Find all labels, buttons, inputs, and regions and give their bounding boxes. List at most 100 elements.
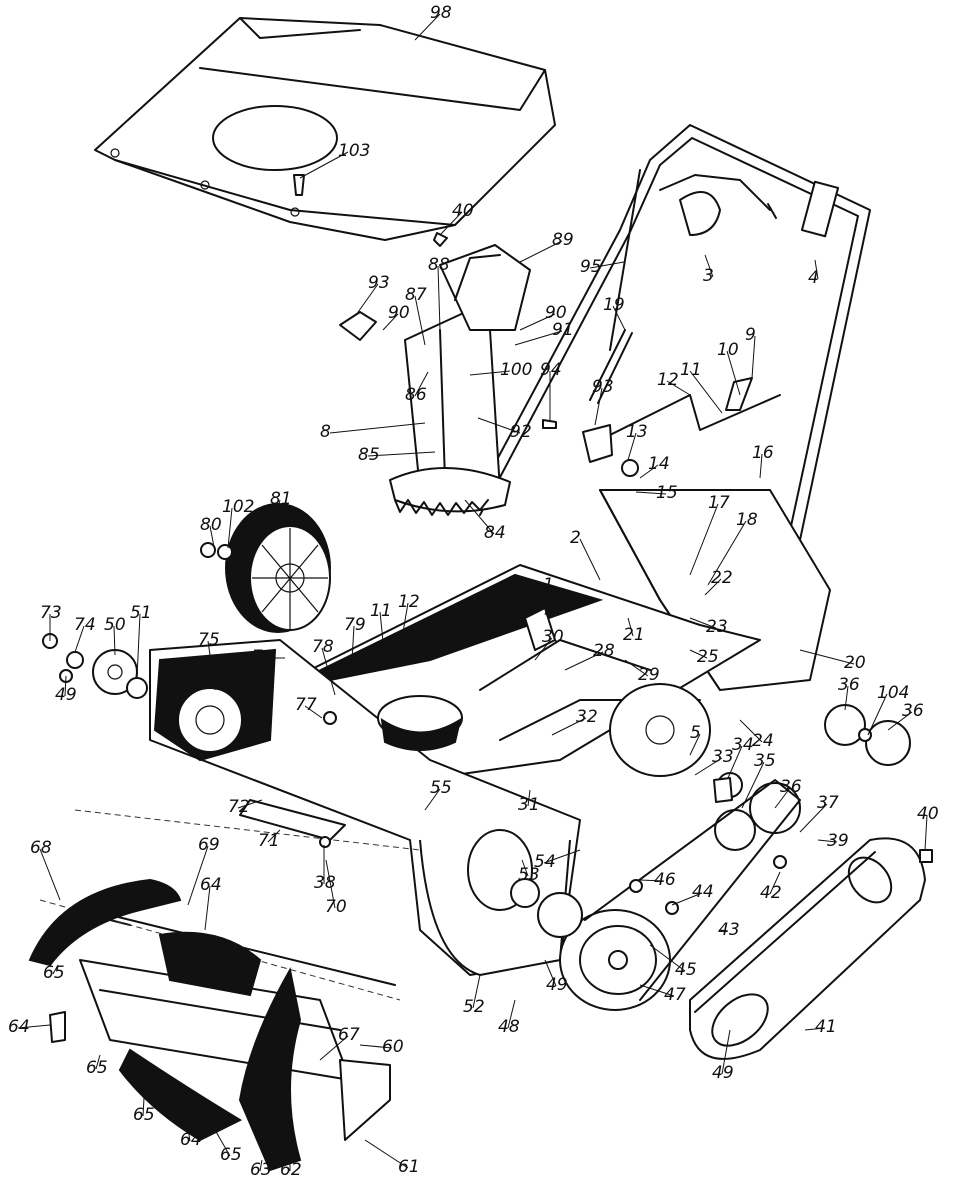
callout-number: 28 [593,641,615,661]
callout-number: 48 [498,1017,520,1037]
leader-line [521,859,529,877]
callout-number: 14 [648,454,670,474]
leader-line [329,422,426,434]
leader-line [689,370,723,414]
callout-number: 46 [654,870,676,890]
leader-line [214,1129,231,1157]
leader-line [227,507,233,549]
callout-number: 75 [198,630,220,650]
leader-line [437,265,441,331]
callout-number: 31 [518,795,540,815]
leader-line [299,151,349,179]
leader-line [719,929,729,932]
callout-number: 36 [780,777,802,797]
leader-line [694,757,723,776]
leader-line [666,380,691,396]
callout-number: 102 [222,497,254,517]
callout-number: 53 [518,865,540,885]
leader-line [359,1044,393,1049]
leader-line [142,1079,146,1117]
callout-number: 60 [382,1037,404,1057]
callout-number: 64 [180,1130,202,1150]
leader-line [624,659,649,677]
callout-number: 16 [752,443,774,463]
leader-line [382,313,399,331]
callout-number: 50 [104,615,126,635]
callout-number: 84 [484,523,506,543]
callout-number: 69 [198,835,220,855]
leader-line [799,803,828,833]
callout-number: 89 [552,230,574,250]
callout-number: 91 [552,320,574,340]
leader-line [612,305,626,331]
leader-line [414,295,426,346]
leader-line [759,453,763,479]
leader-line [471,606,521,611]
wheel-part [200,503,331,633]
leader-line [844,685,849,711]
callout-number: 15 [656,483,678,503]
callout-number: 82 [462,596,484,616]
callout-number: 65 [220,1145,242,1165]
callout-number: 29 [638,665,660,685]
callout-number: 76 [252,647,274,667]
callout-number: 41 [815,1017,837,1037]
auger-assembly-part [28,878,391,1172]
callout-number: 72 [228,797,250,817]
leader-line [649,944,686,972]
callout-number: 90 [545,303,567,323]
callout-number: 19 [603,295,625,315]
callout-number: 3 [703,266,714,286]
hardware-part [293,174,933,915]
callout-number: 65 [86,1058,108,1078]
callout-number: 103 [338,141,370,161]
callout-number: 55 [430,778,452,798]
leader-line [707,520,747,586]
callout-number: 10 [717,340,739,360]
leader-line [639,984,675,997]
leader-line [259,1159,263,1172]
leader-line [464,499,495,535]
leader-line [136,613,141,679]
callout-number: 86 [405,385,427,405]
leader-line [551,717,587,736]
callout-number: 104 [877,683,909,703]
leader-line [721,1029,731,1075]
leader-line [74,625,85,653]
callout-number: 80 [200,515,222,535]
leader-line [627,617,634,637]
leader-line [209,525,216,553]
callout-number: 71 [258,831,280,851]
leader-line [689,617,717,629]
leader-line [814,259,819,280]
callout-number: 12 [398,592,420,612]
leader-line [267,829,281,843]
callout-number: 23 [706,617,728,637]
leader-line [321,647,336,696]
handle-assembly-part [469,124,871,541]
callout-number: 65 [133,1105,155,1125]
leader-line [274,499,281,521]
leader-line [543,849,581,864]
callout-number: 25 [697,647,719,667]
leader-line [817,839,838,843]
belt-cover-part [689,837,926,1060]
callout-number: 34 [732,735,754,755]
callout-number: 88 [428,255,450,275]
pulley-belt-part [510,683,911,1011]
leader-line [804,1027,826,1031]
leader-line [113,625,116,656]
callout-number: 87 [405,285,427,305]
leader-line [39,848,61,901]
leader-line [364,1139,409,1169]
leader-line [507,999,516,1029]
callout-number: 32 [576,707,598,727]
leader-line [414,13,441,41]
callout-number: 49 [546,975,568,995]
callout-number: 13 [626,422,648,442]
discharge-chute-part [339,244,531,516]
callout-number: 49 [55,685,77,705]
callout-number: 51 [130,603,152,623]
callout-number: 64 [8,1017,30,1037]
